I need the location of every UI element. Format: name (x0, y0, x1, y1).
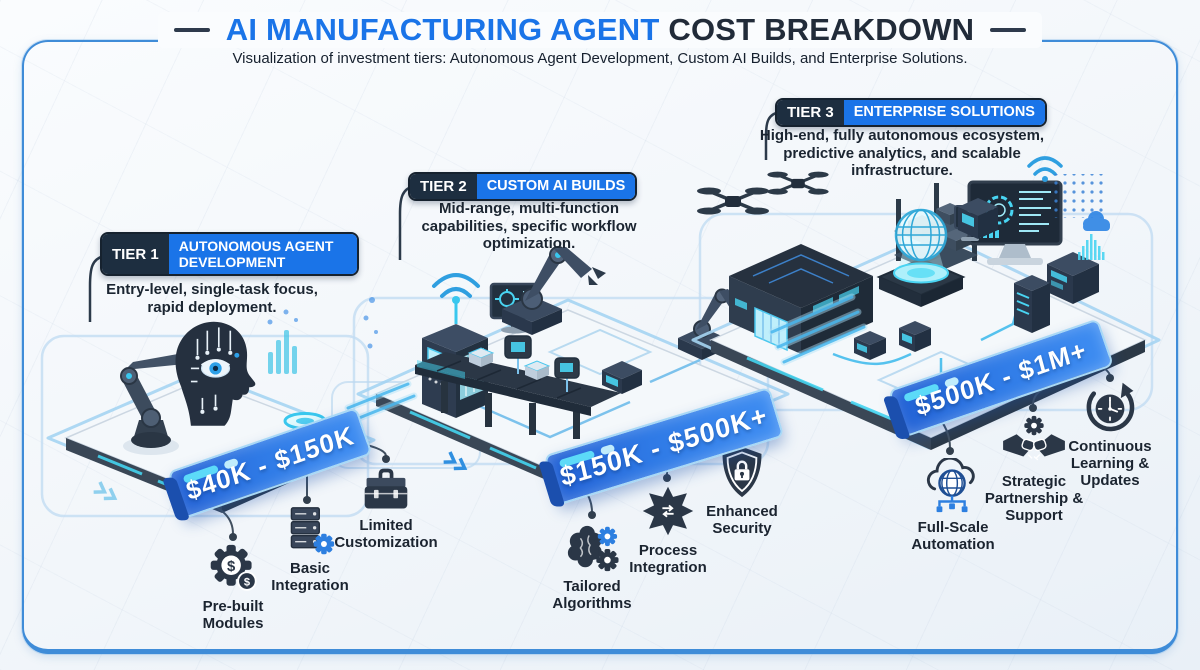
welding-sparks (730, 300, 746, 322)
feature-tailored-algorithms: Tailored Algorithms (532, 521, 652, 613)
chevron-decoration (93, 481, 118, 501)
rack-box (908, 215, 936, 237)
gear-monitor (489, 282, 541, 334)
title-dash-right (990, 28, 1027, 32)
small-screen (954, 205, 986, 241)
mini-robot (899, 321, 931, 352)
tier1-badge-name: AUTONOMOUS AGENT DEVELOPMENT (168, 234, 357, 275)
dollar-glyph: $ (227, 559, 236, 575)
tier3-badge-name: ENTERPRISE SOLUTIONS (843, 100, 1045, 125)
feature-label: Basic Integration (271, 560, 349, 594)
control-console (1047, 252, 1099, 304)
feature-continuous-learning: Continuous Learning & Updates (1045, 381, 1175, 489)
gear-dollar-icon: $ $ (210, 544, 257, 591)
tier1-badge: TIER 1 AUTONOMOUS AGENT DEVELOPMENT (100, 232, 359, 277)
rack-box (936, 203, 964, 225)
wifi-icon (440, 287, 472, 298)
title-row: AI MANUFACTURING AGENT COST BREAKDOWN (157, 12, 1043, 48)
warehouse (729, 244, 873, 354)
tier2-description: Mid-range, multi-function capabilities, … (421, 200, 637, 253)
header: AI MANUFACTURING AGENT COST BREAKDOWN Vi… (0, 12, 1200, 67)
floating-panels (504, 335, 580, 392)
robot-arm (120, 351, 205, 455)
mini-robot (854, 331, 886, 360)
cloud-icon (1083, 211, 1110, 231)
kiosk-console (958, 198, 998, 239)
cnc-machine (602, 361, 642, 394)
drone (697, 187, 769, 215)
tier3-badge: TIER 3 ENTERPRISE SOLUTIONS (775, 98, 1047, 127)
dollar-glyph: $ (244, 577, 251, 589)
feature-limited-customization: Limited Customization (316, 464, 456, 552)
feature-process-integration: Process Integration (608, 483, 728, 577)
hologram-globe (876, 208, 966, 307)
dot-matrix-decoration (1050, 174, 1108, 218)
feature-label: Strategic Partnership & Support (984, 473, 1084, 524)
toolbox-icon (364, 468, 408, 509)
control-tower (422, 273, 488, 418)
feature-label: Limited Customization (334, 517, 438, 551)
ai-head (175, 321, 256, 426)
hub-arrows-icon (642, 486, 694, 536)
tier2-badge-number: TIER 2 (410, 174, 477, 199)
feature-label: Continuous Learning & Updates (1068, 438, 1152, 489)
feature-fullscale-automation: Full-Scale Automation (888, 458, 1018, 554)
conveyor-item (467, 347, 495, 367)
clock-refresh-icon (1086, 382, 1135, 432)
robot-arm-welding (678, 288, 746, 360)
robot-arm-large (502, 246, 606, 335)
rack-box (912, 241, 940, 263)
feature-prebuilt-modules: $ $ Pre-built Modules (178, 543, 288, 633)
feature-label: Tailored Algorithms (552, 578, 632, 612)
tier1-badge-number: TIER 1 (102, 234, 169, 275)
tier2-badge: TIER 2 CUSTOM AI BUILDS (408, 172, 638, 201)
bar-chart-decoration (1078, 234, 1105, 260)
brain-gears-icon (567, 525, 619, 572)
subtitle: Visualization of investment tiers: Auton… (232, 50, 968, 67)
server-rack (894, 183, 978, 273)
conveyor-item (523, 360, 551, 380)
conveyor-belt (415, 347, 621, 439)
tier2-badge-name: CUSTOM AI BUILDS (476, 174, 636, 199)
feature-label: Full-Scale Automation (911, 519, 995, 553)
tier3-description: High-end, fully autonomous ecosystem, pr… (759, 127, 1045, 180)
feature-label: Enhanced Security (706, 503, 778, 537)
server-tower (1014, 275, 1050, 333)
title-rest: COST BREAKDOWN (668, 12, 975, 47)
rack-box (942, 229, 970, 251)
feature-label: Process Integration (629, 542, 707, 576)
page-title: AI MANUFACTURING AGENT COST BREAKDOWN (226, 12, 975, 48)
title-dash-left (173, 28, 210, 32)
feature-label: Pre-built Modules (202, 598, 264, 632)
cloud-globe-icon (926, 458, 975, 513)
title-accent: AI MANUFACTURING AGENT (225, 12, 660, 47)
tier3-badge-number: TIER 3 (777, 100, 844, 125)
tier1-description: Entry-level, single-task focus, rapid de… (106, 281, 318, 316)
equalizer-bars (268, 330, 297, 374)
